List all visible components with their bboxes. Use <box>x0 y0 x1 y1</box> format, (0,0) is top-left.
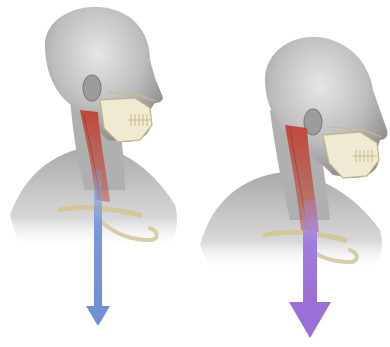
right-neck-figure <box>195 0 390 347</box>
right-neck-illustration <box>195 0 390 347</box>
left-arrow-head <box>86 306 110 326</box>
left-neck-figure <box>0 0 200 347</box>
left-arrow-shaft <box>94 170 102 308</box>
right-arrow-head <box>289 302 331 338</box>
left-ear <box>83 75 101 101</box>
right-arrow-shaft <box>303 200 317 305</box>
left-neck-illustration <box>0 0 200 347</box>
